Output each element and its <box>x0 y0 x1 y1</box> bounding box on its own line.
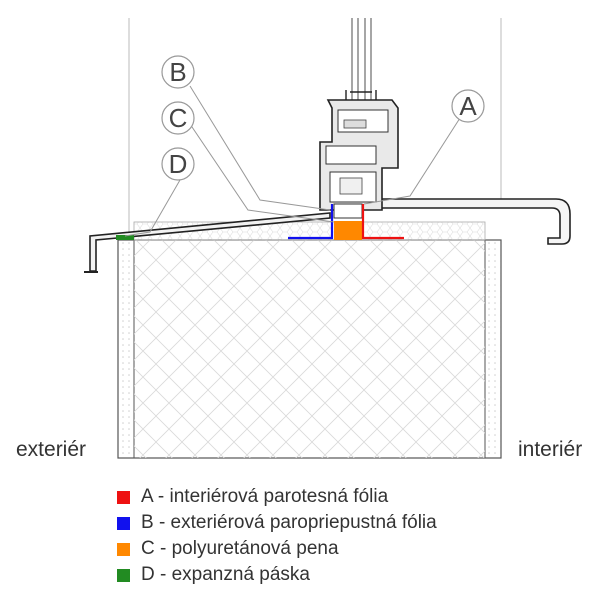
legend-swatch-a <box>117 490 130 504</box>
callout-a-letter: A <box>459 91 477 121</box>
callout-b-letter: B <box>169 57 186 87</box>
legend-swatch-b <box>117 516 130 530</box>
insulation-block <box>117 221 502 459</box>
expansion-tape <box>116 235 134 240</box>
legend-text-d: D - expanzná páska <box>141 564 310 585</box>
legend-swatch-d <box>117 568 130 582</box>
exterior-sill <box>84 212 331 273</box>
callout-leaders <box>124 85 461 237</box>
callout-c: C <box>161 101 195 135</box>
callout-d: D <box>161 147 195 181</box>
legend-text-a: A - interiérová parotesná fólia <box>141 486 389 507</box>
legend-text-b: B - exteriérová paropriepustná fólia <box>141 512 437 533</box>
legend-text-c: C - polyuretánová pena <box>141 538 339 559</box>
exterior-vapor-permeable-foil <box>288 204 334 240</box>
callout-b: B <box>161 55 195 89</box>
window-frame-profile <box>319 90 399 219</box>
legend-item-d: D - expanzná páska <box>117 562 437 588</box>
polyurethane-foam <box>334 221 362 240</box>
callout-d-letter: D <box>169 149 188 179</box>
legend-item-b: B - exteriérová paropriepustná fólia <box>117 510 437 536</box>
wall-outline <box>128 18 502 232</box>
legend-item-c: C - polyuretánová pena <box>117 536 437 562</box>
exterior-label: exteriér <box>16 438 87 461</box>
interior-label: interiér <box>518 438 583 461</box>
legend-item-a: A - interiérová parotesná fólia <box>117 484 437 510</box>
interior-vapor-barrier-foil <box>361 204 404 240</box>
legend-swatch-c <box>117 542 130 556</box>
legend: A - interiérová parotesná fólia B - exte… <box>117 484 437 588</box>
callout-a: A <box>451 89 485 123</box>
callout-c-letter: C <box>169 103 188 133</box>
